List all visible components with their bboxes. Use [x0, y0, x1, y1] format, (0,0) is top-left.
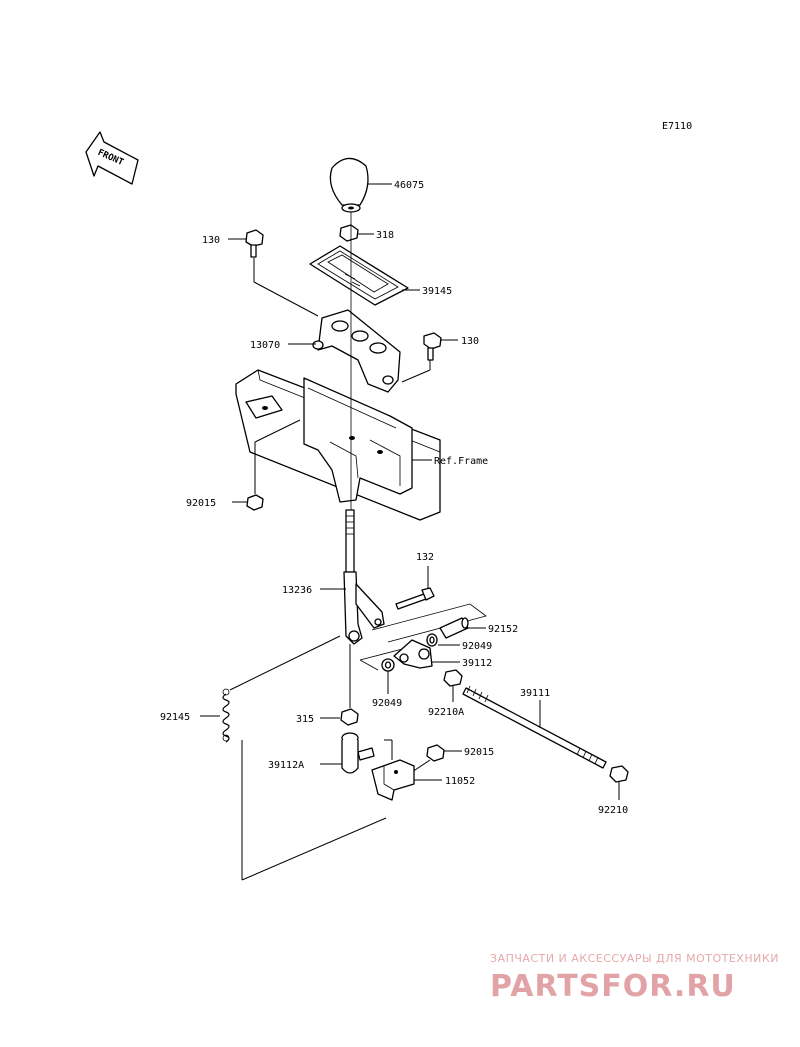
spring-92145 — [222, 688, 230, 743]
label-132: 132 — [416, 552, 434, 563]
label-92210A: 92210A — [428, 707, 464, 718]
label-39111: 39111 — [520, 688, 550, 699]
label-318: 318 — [376, 230, 394, 241]
label-39145: 39145 — [422, 286, 452, 297]
label-11052: 11052 — [445, 776, 475, 787]
label-39112: 39112 — [462, 658, 492, 669]
nut-92210 — [609, 765, 629, 783]
bolt-132 — [395, 587, 435, 610]
shift-lever-housing — [312, 309, 401, 393]
label-39112A: 39112A — [268, 760, 304, 771]
bracket-11052 — [371, 759, 415, 801]
nut-318 — [339, 224, 359, 242]
label-92049-top: 92049 — [462, 641, 492, 652]
nut-92015-left — [246, 494, 264, 511]
nut-92210A — [443, 669, 463, 687]
label-92015-right: 92015 — [464, 747, 494, 758]
shift-gate-plate — [309, 245, 409, 306]
label-92145: 92145 — [160, 712, 190, 723]
bolt-130-top — [245, 229, 264, 258]
watermark-brand: PARTSFOR.RU — [490, 969, 736, 1004]
nut-315 — [340, 708, 359, 726]
front-arrow-icon: FRONT — [85, 131, 139, 185]
label-13070: 13070 — [250, 340, 280, 351]
washer-92049-bottom — [381, 658, 395, 672]
shift-knob — [329, 157, 369, 213]
diagram-code: E7110 — [662, 121, 692, 132]
washer-92049-top — [426, 633, 438, 647]
nut-92015-right — [426, 744, 445, 762]
bolt-130-right — [423, 332, 442, 361]
label-130-right: 130 — [461, 336, 479, 347]
label-92015-left: 92015 — [186, 498, 216, 509]
label-46075: 46075 — [394, 180, 424, 191]
label-92049-bottom: 92049 — [372, 698, 402, 709]
ball-joint-39112A — [341, 732, 375, 774]
reference-frame — [235, 369, 441, 521]
label-13236: 13236 — [282, 585, 312, 596]
pin-92152 — [439, 617, 469, 639]
label-130-top: 130 — [202, 235, 220, 246]
label-92210: 92210 — [598, 805, 628, 816]
label-315: 315 — [296, 714, 314, 725]
lever-39112 — [393, 639, 433, 669]
rod-39111 — [462, 685, 607, 769]
label-ref-frame: Ref.Frame — [434, 456, 488, 467]
shift-rod — [343, 212, 385, 645]
watermark-subtitle: ЗАПЧАСТИ И АКСЕССУАРЫ ДЛЯ МОТОТЕХНИКИ — [490, 952, 779, 965]
label-92152: 92152 — [488, 624, 518, 635]
